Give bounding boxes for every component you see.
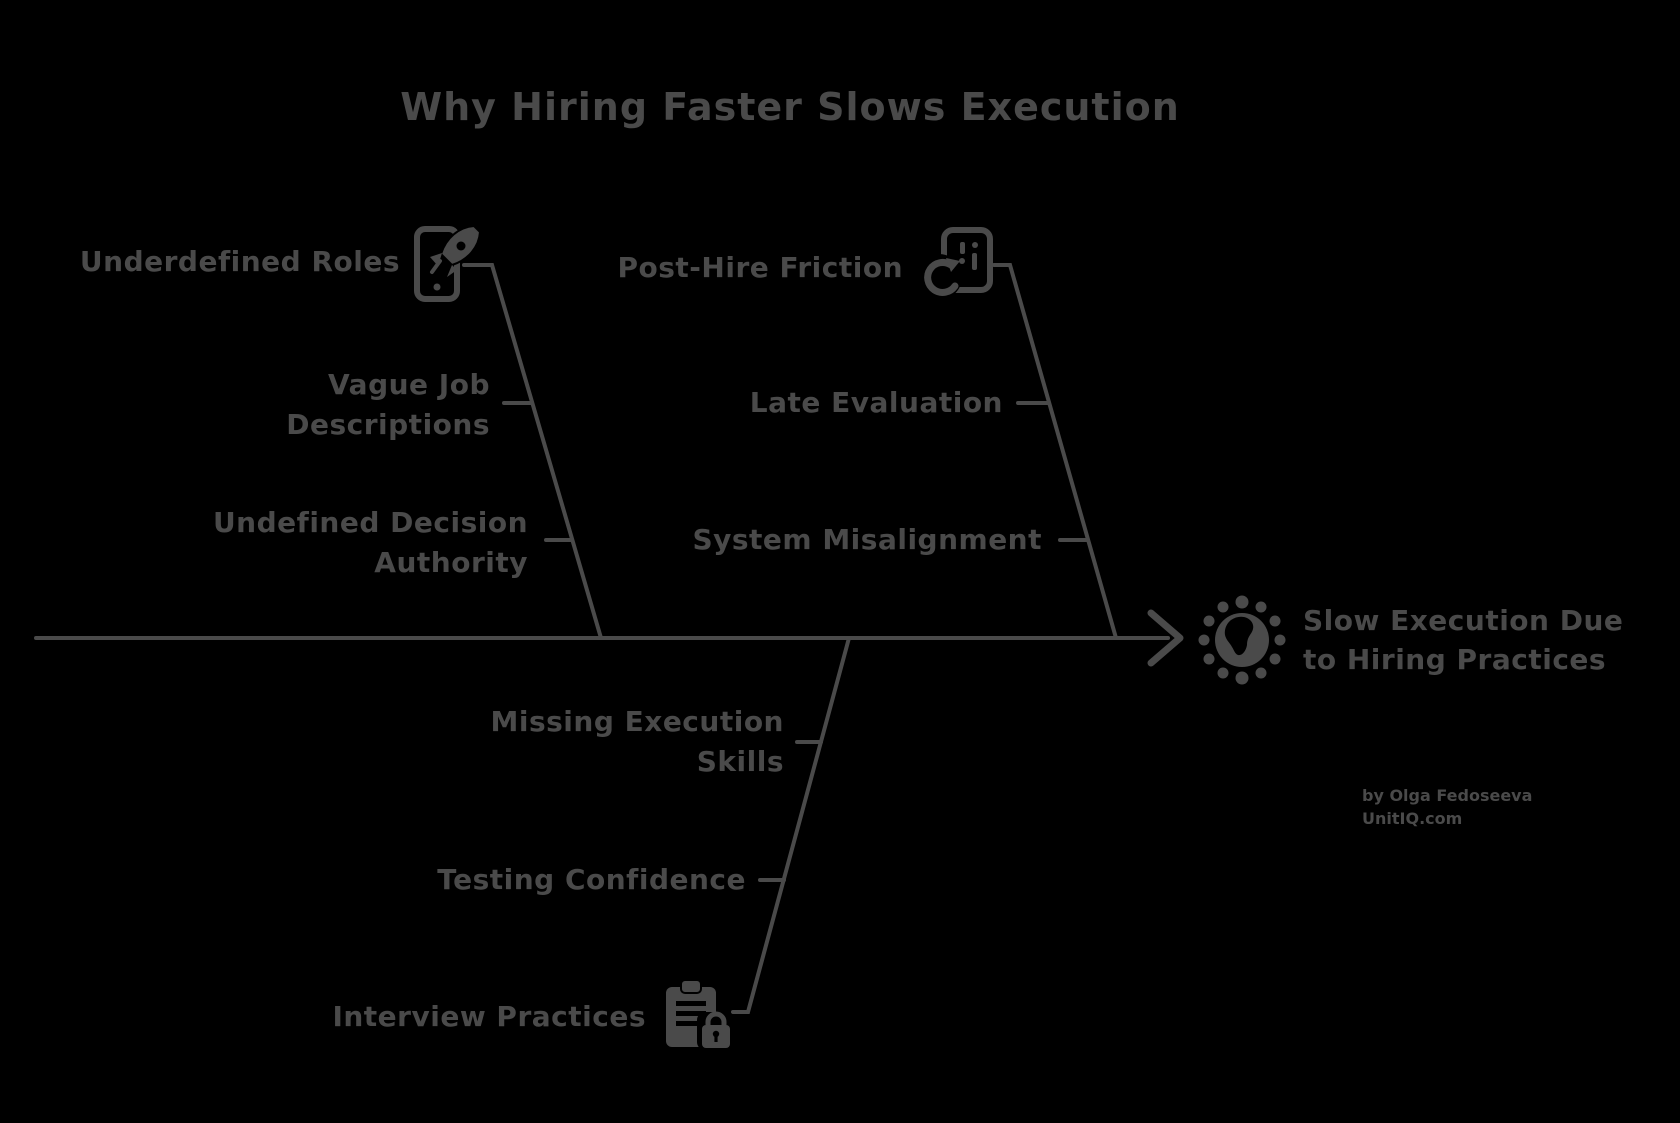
cause-line: Descriptions <box>286 408 490 441</box>
cause-line: Missing Execution <box>490 705 784 738</box>
arrow-head-icon <box>1147 609 1184 667</box>
attribution-site: UnitIQ.com <box>1362 809 1463 828</box>
branch-label-underdefined-roles: Underdefined Roles <box>79 245 400 278</box>
page-title: Why Hiring Faster Slows Execution <box>400 85 1180 129</box>
refresh-id-card-icon <box>916 227 993 300</box>
cause-label-system-misalignment: System Misalignment <box>692 523 1042 556</box>
cause-line: Undefined Decision <box>212 506 528 539</box>
branch-line-interview-practices <box>731 636 851 1014</box>
branch-line-underdefined-roles <box>462 263 603 640</box>
cause-label-vague-job-descriptions: Vague Job Descriptions <box>286 365 490 445</box>
clipboard-lock-icon <box>666 979 735 1050</box>
branch-label-interview-practices: Interview Practices <box>332 1000 646 1033</box>
cause-label-testing-confidence: Testing Confidence <box>437 863 746 896</box>
branch-line-post-hire-friction <box>992 263 1118 640</box>
attribution: by Olga Fedoseeva UnitIQ.com <box>1362 784 1532 830</box>
rocket-phone-icon <box>414 224 482 302</box>
effect-line: to Hiring Practices <box>1303 643 1607 676</box>
cause-label-late-evaluation: Late Evaluation <box>749 386 1003 419</box>
cause-label-missing-execution-skills: Missing Execution Skills <box>491 702 784 782</box>
attribution-author: by Olga Fedoseeva <box>1362 786 1533 805</box>
cause-line: Vague Job <box>328 368 490 401</box>
effect-label: Slow Execution Due to Hiring Practices <box>1303 601 1623 679</box>
cause-line: Skills <box>696 745 784 778</box>
branch-label-post-hire-friction: Post-Hire Friction <box>617 251 903 284</box>
cause-line: Authority <box>374 546 528 579</box>
cause-label-undefined-decision-authority: Undefined Decision Authority <box>213 503 528 583</box>
effect-line: Slow Execution Due <box>1303 604 1624 637</box>
globe-dots-icon <box>1198 595 1286 685</box>
